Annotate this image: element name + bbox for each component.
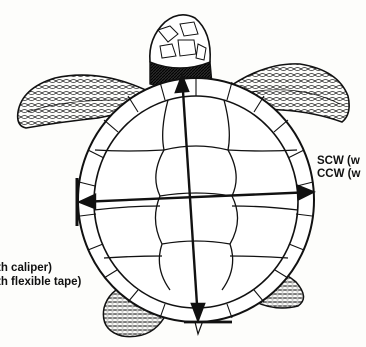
turtle-head <box>150 15 210 70</box>
ccw-label: CCW (w <box>317 168 360 181</box>
ccl-tape-label: th flexible tape) <box>0 276 81 289</box>
scl-caliper-label: th caliper) <box>0 262 52 275</box>
scw-label: SCW (w <box>317 155 360 168</box>
